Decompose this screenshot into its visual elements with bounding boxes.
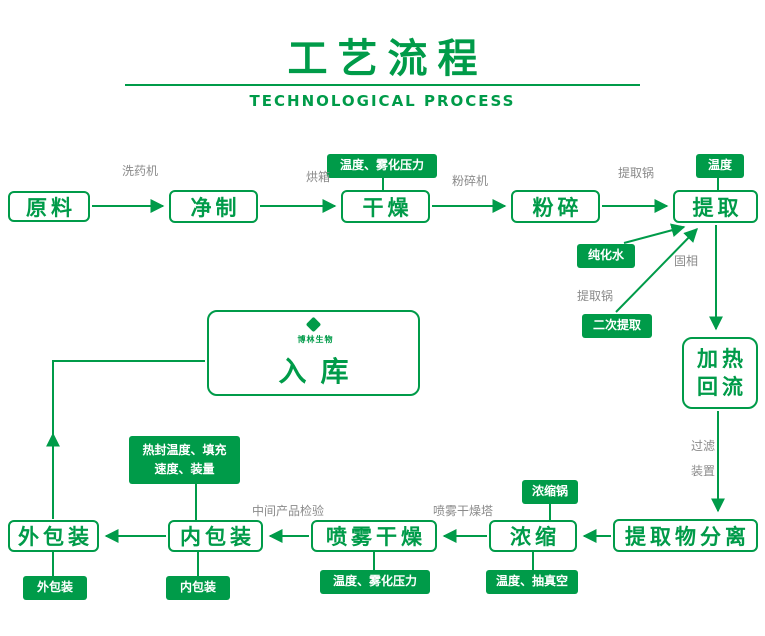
node-extract-separation: 提取物分离	[613, 519, 758, 552]
page-subtitle: TECHNOLOGICAL PROCESS	[249, 92, 516, 110]
label-heat-seal-params: 热封温度、填充 速度、装量	[129, 436, 240, 484]
node-drying: 干燥	[341, 190, 430, 223]
label-intermediate-inspection: 中间产品检验	[252, 504, 325, 518]
node-storage: 博林生物 入库	[207, 310, 420, 396]
node-crushing: 粉碎	[511, 190, 600, 223]
logo-text: 博林生物	[297, 335, 334, 344]
node-purification: 净制	[169, 190, 258, 223]
page-title: 工艺流程	[287, 36, 488, 82]
label-oven: 烘箱	[306, 170, 331, 184]
label-washing-machine: 洗药机	[122, 164, 159, 178]
label-extraction-pot-mid: 提取锅	[577, 289, 614, 303]
node-extraction: 提取	[673, 190, 758, 223]
node-concentration: 浓缩	[489, 520, 577, 552]
node-outer-packing: 外包装	[8, 520, 99, 552]
node-storage-label: 入库	[278, 355, 363, 388]
label-outer-packing: 外包装	[23, 576, 87, 600]
label-filter-device: 过滤 装置	[690, 434, 716, 484]
wire-purified-water-to-extraction	[623, 223, 686, 244]
node-spray-drying: 喷雾干燥	[311, 520, 437, 552]
label-crusher: 粉碎机	[452, 174, 489, 188]
label-inner-packing: 内包装	[166, 576, 230, 600]
title-underline	[125, 84, 640, 86]
label-heat-seal-line1: 热封温度、填充	[142, 442, 227, 457]
label-spray-tower: 喷雾干燥塔	[433, 504, 494, 518]
label-heat-seal-line2: 速度、装量	[154, 462, 215, 476]
label-filter-device-line2: 装置	[690, 464, 715, 479]
label-concentration-pot: 浓缩锅	[522, 480, 578, 504]
label-solid-phase: 固相	[674, 254, 699, 268]
logo: 博林生物	[294, 315, 334, 345]
label-temp-atomization-bottom: 温度、雾化压力	[320, 570, 430, 594]
label-secondary-extraction: 二次提取	[582, 314, 652, 338]
label-temperature: 温度	[696, 154, 744, 178]
label-temp-vacuum: 温度、抽真空	[486, 570, 578, 594]
wire-outer-to-storage	[52, 360, 205, 519]
label-extraction-pot-top: 提取锅	[618, 166, 655, 180]
wire-secondary-extraction-to-extraction	[615, 227, 698, 313]
label-temp-atomization-top: 温度、雾化压力	[327, 154, 437, 178]
node-heating-reflux-line2: 回流	[697, 375, 747, 399]
node-heating-reflux-line1: 加热	[697, 346, 747, 371]
label-filter-device-line1: 过滤	[690, 439, 715, 453]
logo-diamond-icon	[305, 316, 322, 333]
node-inner-packing: 内包装	[168, 520, 263, 552]
label-purified-water: 纯化水	[577, 244, 635, 268]
node-heating-reflux: 加热 回流	[682, 337, 758, 409]
node-raw-material: 原料	[8, 191, 90, 222]
